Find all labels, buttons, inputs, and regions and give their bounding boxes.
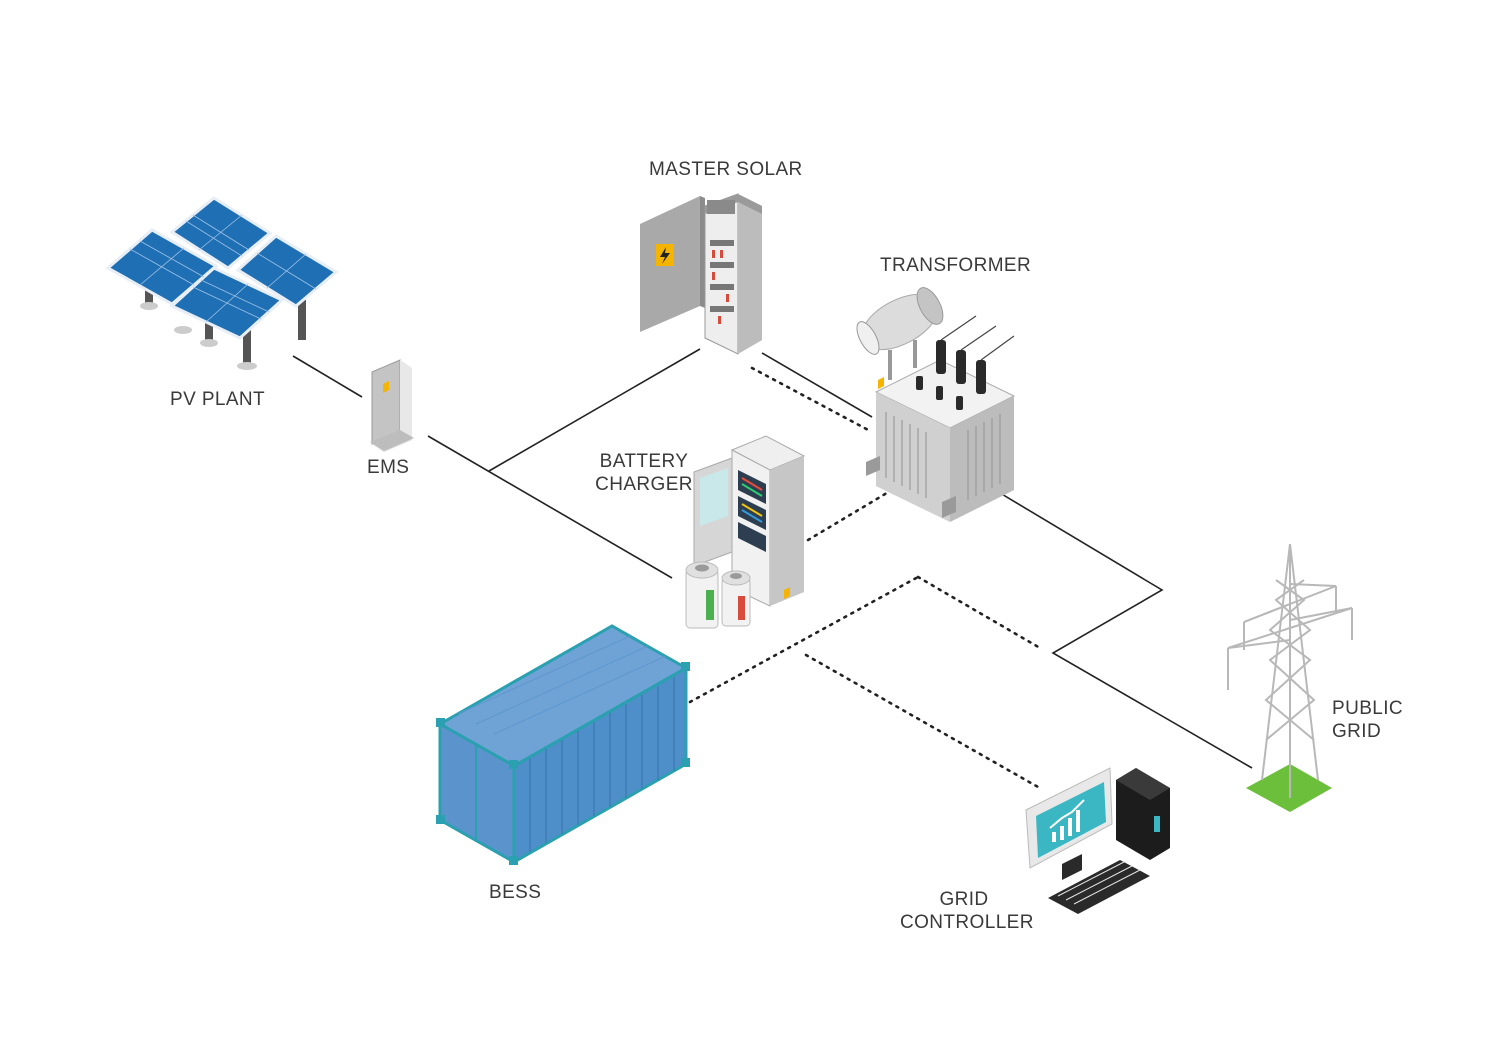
label-grid-controller-line1: GRID [939,889,989,910]
public-grid-pylon-icon [1227,543,1353,812]
label-bess: BESS [489,882,542,903]
ems-cabinet-icon [370,359,414,452]
container-ribs [529,677,675,852]
master-solar-cabinet-icon [640,193,762,355]
line-transformer-public-grid [989,486,1253,769]
pv-post [243,320,251,365]
label-grid-controller: GRID CONTROLLER [900,888,1034,934]
label-battery-charger: BATTERY CHARGER [592,450,696,496]
pv-base [174,326,192,334]
label-battery-charger-line2: CHARGER [595,474,693,495]
battery-cells-icon [685,561,751,629]
pv-base [140,302,158,310]
label-master-solar: MASTER SOLAR [649,159,803,180]
pv-post [298,300,306,340]
label-ems: EMS [367,457,410,478]
grid-controller-computer-icon [1025,767,1170,914]
pv-cell-grid [129,214,317,323]
label-transformer: TRANSFORMER [880,255,1032,276]
power-lines [292,348,1253,769]
charger-screens [738,470,766,552]
dotted-master-solar-transformer [750,366,874,434]
breakers [710,240,734,312]
warning-icon [383,381,389,393]
label-pv-plant: PV PLANT [170,389,266,410]
label-battery-charger-line1: BATTERY [599,451,689,472]
pv-panel [169,196,273,270]
dotted-to-grid-controller [804,653,1040,789]
label-grid-controller-line2: CONTROLLER [900,912,1034,933]
chart-icon [1052,810,1080,842]
bushings [916,340,986,410]
dotted-bess-junction [688,575,920,704]
red-indicators [712,250,729,324]
label-public-grid-line1: PUBLIC [1332,698,1404,719]
pv-base [237,362,257,370]
warning-icon [878,377,884,389]
line-ems-battery-charger [427,435,673,579]
radiator-fins [885,412,1001,500]
keyboard [1048,860,1150,914]
bess-container-icon [436,624,690,865]
label-public-grid: PUBLIC GRID [1332,697,1403,743]
data-lines [688,366,1042,789]
label-public-grid-line2: GRID [1332,721,1382,742]
pv-post [145,285,153,305]
line-pv-ems [292,355,363,398]
warning-icon [784,587,790,599]
battery-charger-icon [685,435,806,629]
pv-plant-icon [105,196,339,370]
dotted-junction-right [916,575,1042,650]
line-master-solar-transformer [761,352,873,418]
transformer-icon [856,287,1016,522]
pv-base [200,339,218,347]
pv-post [205,320,213,342]
line-junction-master-solar [488,348,701,472]
